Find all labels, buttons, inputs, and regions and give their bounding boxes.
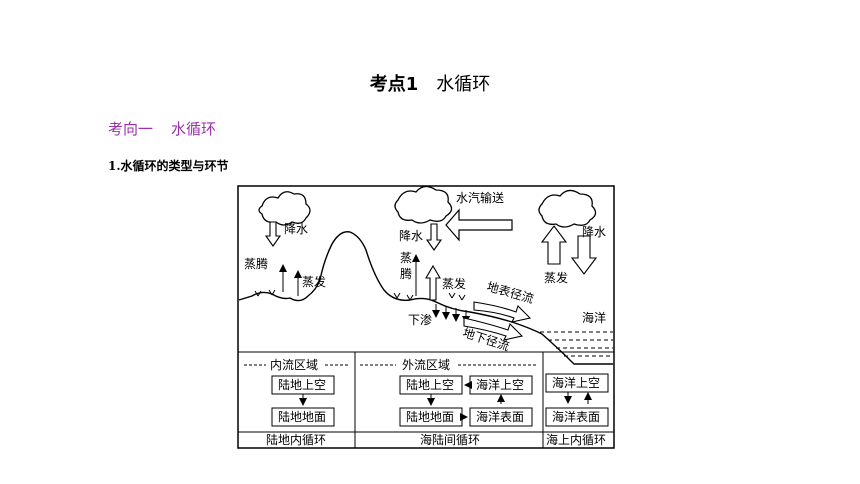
box-sea-surface-outflow [469, 407, 533, 427]
label-transpiration-mid-1: 蒸 [400, 251, 412, 265]
label-inland-cycle: 陆地内循环 [266, 432, 326, 447]
label-surface-runoff: 地表径流 [485, 279, 535, 306]
label-ocean-cycle: 海上内循环 [546, 432, 606, 447]
section-label: 考向一 [108, 120, 154, 138]
text-land-surface-outflow: 陆地地面 [406, 409, 454, 424]
evaporation-arrow-right [540, 225, 568, 265]
text-land-air-outflow: 陆地上空 [406, 377, 454, 392]
label-transpiration-left: 蒸腾 [244, 256, 268, 271]
box-sea-air-ocean [545, 373, 609, 393]
region-divider [238, 351, 614, 448]
cloud-right [538, 189, 597, 228]
infiltration-arrows [432, 304, 470, 324]
subtitle: 1.水循环的类型与环节 [108, 159, 229, 173]
label-evaporation-left: 蒸发 [302, 274, 326, 289]
title-number: 考点1 [369, 74, 419, 95]
text-sea-air-ocean: 海洋上空 [552, 375, 600, 390]
text-land-air-inland: 陆地上空 [278, 377, 326, 392]
section-text: 水循环 [171, 120, 217, 138]
surface-runoff-arrow [473, 301, 532, 323]
box-land-surface-inland [271, 407, 335, 427]
label-evaporation-right: 蒸发 [544, 270, 568, 285]
evaporation-arrow-mid [425, 264, 441, 301]
label-precip-left: 降水 [284, 222, 308, 236]
label-infiltration: 下渗 [408, 312, 432, 327]
text-sea-surface-ocean: 海洋表面 [552, 409, 600, 424]
label-evaporation-mid: 蒸发 [442, 276, 466, 291]
ocean-water [540, 331, 613, 357]
label-precip-mid: 降水 [399, 229, 423, 243]
label-sea-land-cycle: 海陆间循环 [420, 432, 480, 447]
text-land-surface-inland: 陆地地面 [278, 409, 326, 424]
text-sea-surface-outflow: 海洋表面 [476, 409, 524, 424]
cloud-mid [394, 185, 453, 224]
label-region-inland: 内流区域 [270, 358, 318, 372]
page-title: 考点1 水循环 [0, 70, 860, 96]
label-region-outflow: 外流区域 [402, 358, 450, 372]
plants-mid-2 [448, 292, 466, 301]
precip-arrow-right [570, 235, 598, 275]
groundwater-runoff-arrow [463, 317, 524, 341]
label-precip-right: 降水 [582, 225, 606, 239]
box-sea-surface-ocean [545, 407, 609, 427]
terrain-line [238, 231, 613, 365]
section-heading: 考向一水循环 [108, 118, 216, 139]
text-sea-air-outflow: 海洋上空 [476, 377, 524, 392]
label-vapor-transport: 水汽输送 [456, 190, 504, 205]
vapor-transport-arrow [445, 208, 513, 242]
plants-left [254, 289, 276, 297]
label-transpiration-mid-2: 腾 [400, 266, 412, 281]
precip-arrow-left [264, 221, 282, 247]
plants-mid [393, 292, 414, 301]
precip-arrow-mid [425, 223, 443, 251]
title-text: 水循环 [436, 74, 491, 95]
label-ocean: 海洋 [582, 310, 606, 325]
cloud-left [258, 191, 311, 226]
